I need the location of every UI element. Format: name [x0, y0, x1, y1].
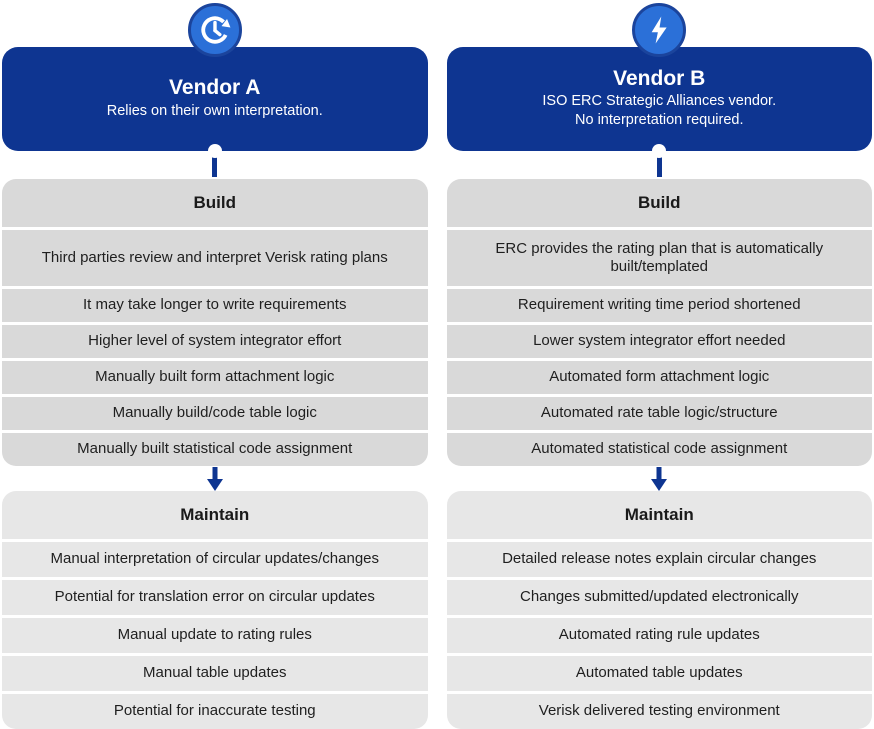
maintain-item: Detailed release notes explain circular … — [446, 542, 872, 577]
vendor-a-icon-wrap — [2, 3, 428, 57]
vendor-a-maintain-section: Maintain Manual interpretation of circul… — [2, 491, 428, 729]
maintain-item: Manual update to rating rules — [2, 618, 428, 653]
build-item: Lower system integrator effort needed — [446, 325, 872, 358]
vendor-b-column: Vendor B ISO ERC Strategic Alliances ven… — [446, 0, 873, 729]
build-item: Higher level of system integrator effort — [2, 325, 428, 358]
build-item: Automated statistical code assignment — [446, 433, 872, 466]
build-item: Manually built form attachment logic — [2, 361, 428, 394]
build-item: ERC provides the rating plan that is aut… — [446, 230, 872, 286]
vendor-b-header: Vendor B ISO ERC Strategic Alliances ven… — [446, 47, 872, 158]
maintain-item: Manual interpretation of circular update… — [2, 542, 428, 577]
maintain-item: Automated table updates — [446, 656, 872, 691]
vendor-b-subtitle-line1: ISO ERC Strategic Alliances vendor. — [542, 93, 777, 110]
down-arrow-icon — [651, 466, 668, 491]
history-clock-glyph — [201, 16, 231, 44]
build-heading: Build — [446, 179, 872, 227]
build-item: Manually build/code table logic — [2, 397, 428, 430]
lightning-bolt-glyph — [651, 16, 667, 44]
maintain-heading: Maintain — [446, 491, 872, 539]
build-item: Requirement writing time period shortene… — [446, 289, 872, 322]
build-item: Automated rate table logic/structure — [446, 397, 872, 430]
maintain-item: Changes submitted/updated electronically — [446, 580, 872, 615]
vendor-a-connector-line — [2, 149, 428, 179]
maintain-item: Potential for translation error on circu… — [2, 580, 428, 615]
maintain-item: Verisk delivered testing environment — [446, 694, 872, 729]
vendor-b-connector-line — [447, 149, 873, 179]
vendor-a-title: Vendor A — [169, 76, 261, 100]
build-item: Manually built statistical code assignme… — [2, 433, 428, 466]
build-item: Third parties review and interpret Veris… — [2, 230, 428, 286]
vendor-b-maintain-section: Maintain Detailed release notes explain … — [446, 491, 872, 729]
vendor-a-header: Vendor A Relies on their own interpretat… — [2, 47, 428, 158]
vendor-b-subtitle-line2: No interpretation required. — [575, 112, 744, 129]
vendor-a-column: Vendor A Relies on their own interpretat… — [2, 0, 428, 729]
lightning-bolt-icon — [632, 3, 687, 57]
maintain-heading: Maintain — [2, 491, 428, 539]
build-item: It may take longer to write requirements — [2, 289, 428, 322]
connector-dot — [652, 144, 667, 158]
vendor-a-build-section: Build Third parties review and interpret… — [2, 179, 428, 466]
maintain-item: Automated rating rule updates — [446, 618, 872, 653]
build-item: Automated form attachment logic — [446, 361, 872, 394]
vendor-b-down-arrow — [447, 466, 873, 491]
history-clock-icon — [187, 3, 242, 57]
vendor-b-build-section: Build ERC provides the rating plan that … — [446, 179, 872, 466]
down-arrow-icon — [206, 466, 223, 491]
vendor-b-icon-wrap — [447, 3, 873, 57]
vendor-a-subtitle-line1: Relies on their own interpretation. — [106, 102, 323, 119]
maintain-item: Potential for inaccurate testing — [2, 694, 428, 729]
connector-dot — [207, 144, 222, 158]
vendor-a-down-arrow — [2, 466, 428, 491]
build-heading: Build — [2, 179, 428, 227]
maintain-item: Manual table updates — [2, 656, 428, 691]
vendor-b-title: Vendor B — [613, 67, 706, 91]
